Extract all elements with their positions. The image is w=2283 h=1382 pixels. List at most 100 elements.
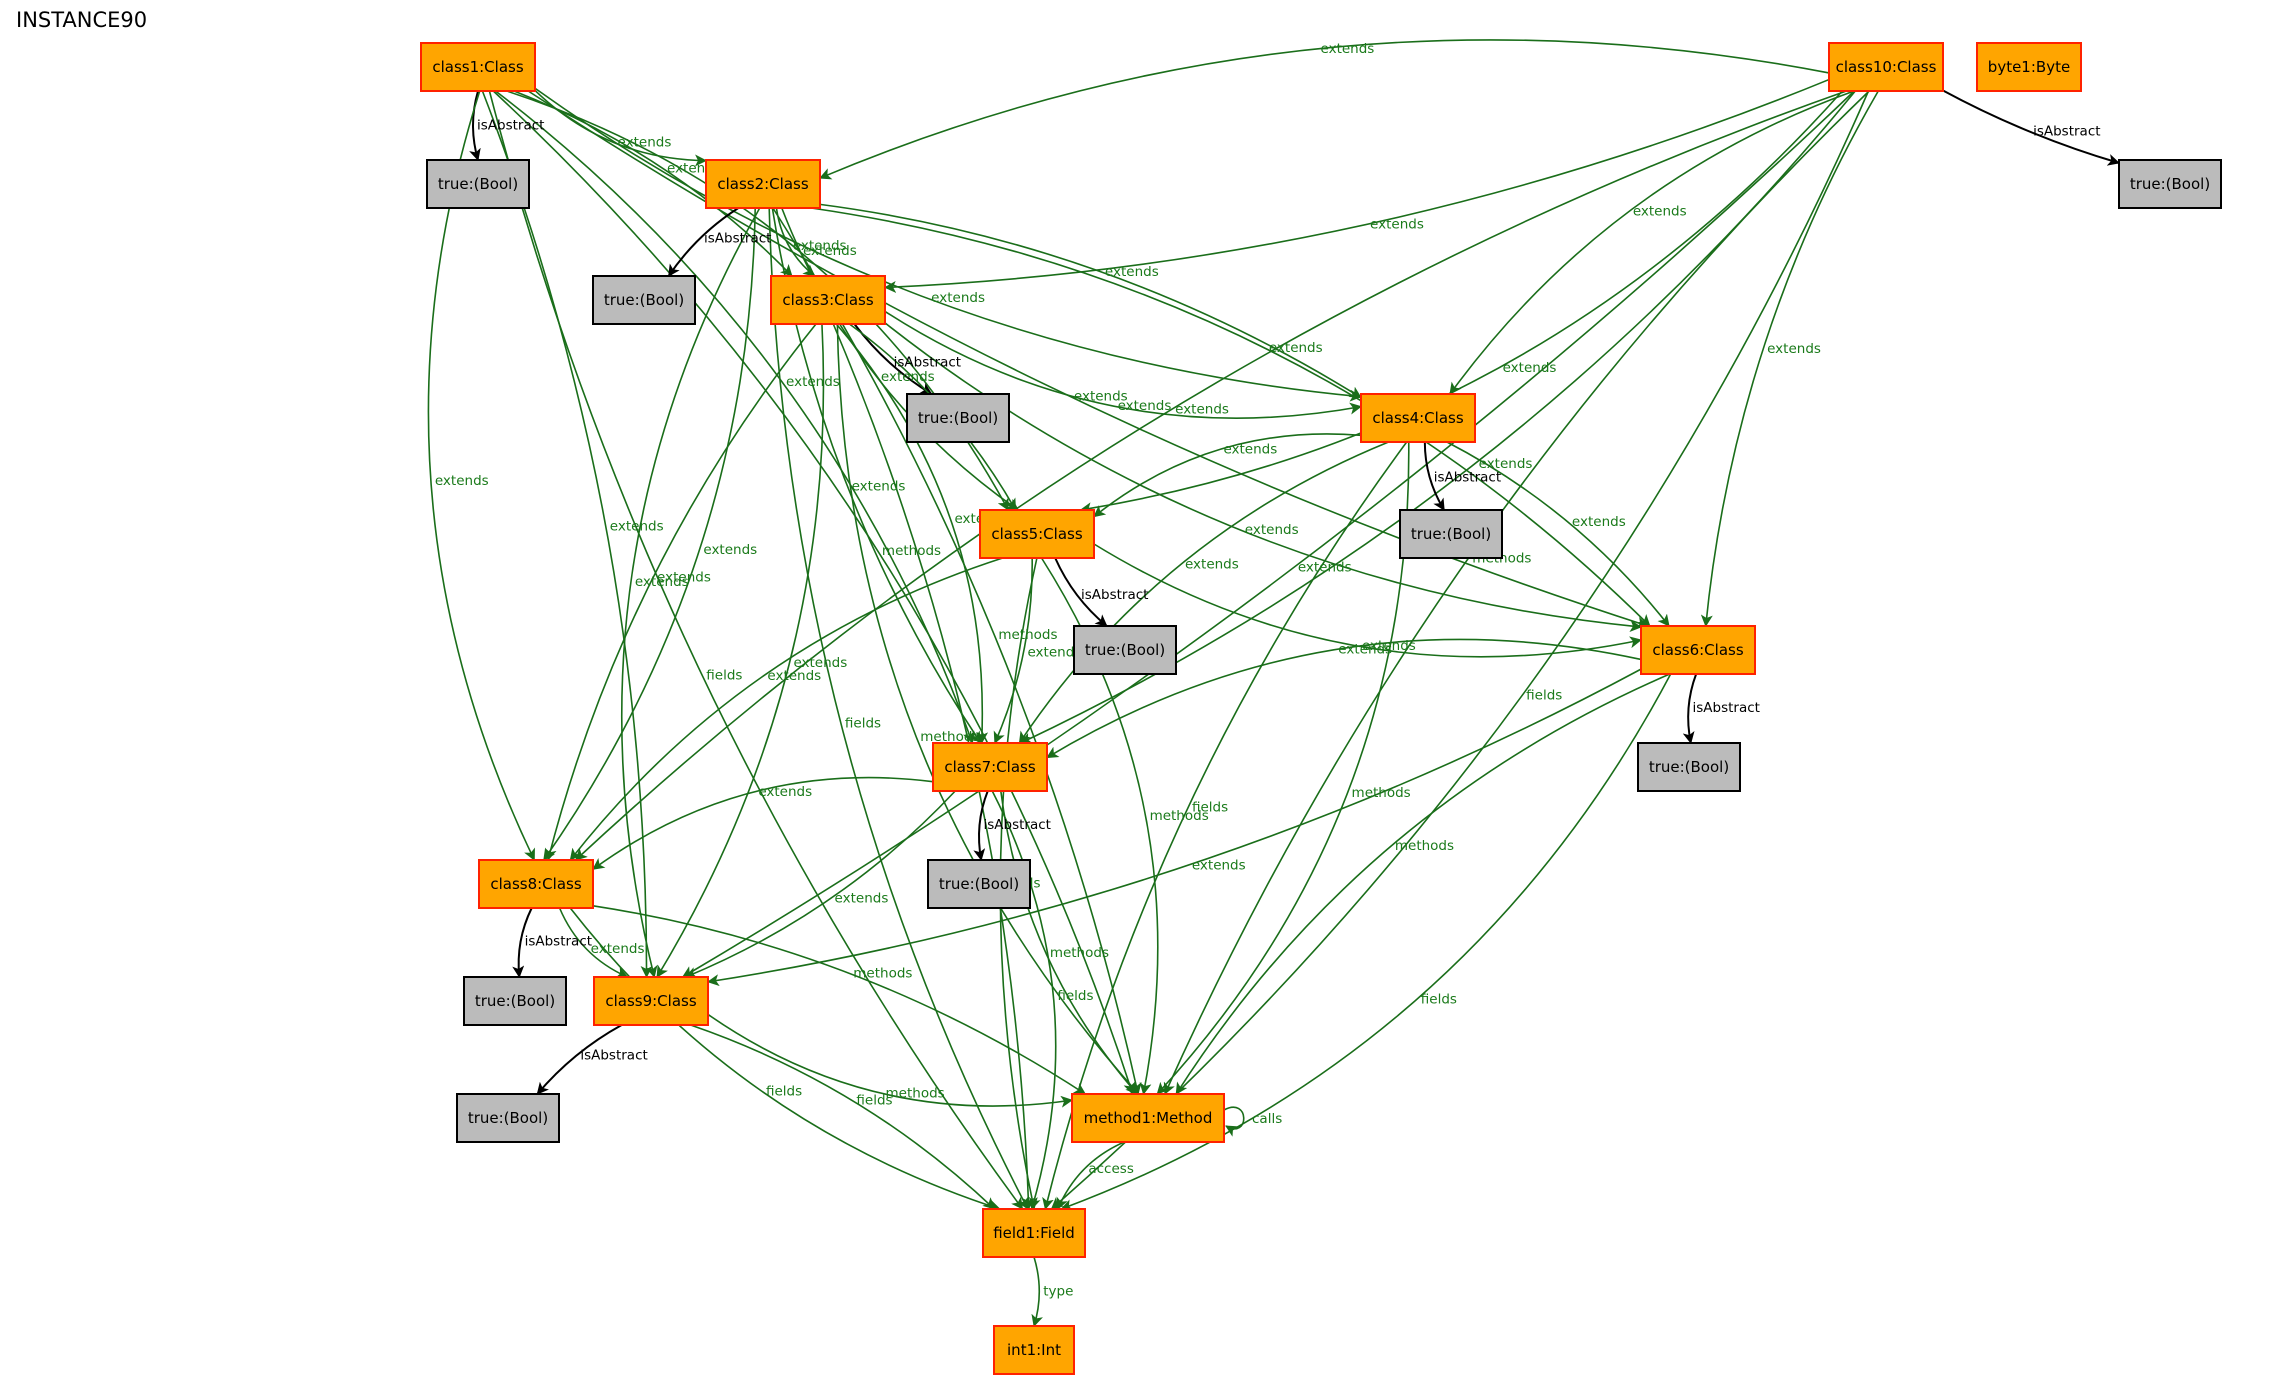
edge-class7-class9-extends	[684, 790, 956, 979]
node-box	[426, 159, 530, 209]
node-box	[1640, 625, 1756, 675]
edge-line	[558, 907, 629, 979]
node-box	[1637, 742, 1741, 792]
node-label: int1:Int	[1007, 1341, 1061, 1359]
edge-method1-method1-calls	[1223, 1106, 1245, 1137]
edge-class3-class8-extends	[544, 323, 817, 861]
edge-line	[1031, 1256, 1043, 1327]
node-box	[1071, 1093, 1225, 1143]
node-method1[interactable]: method1:Method	[1071, 1093, 1225, 1143]
edge-class1-field1-fields	[488, 90, 1024, 1210]
node-class5[interactable]: class5:Class	[979, 509, 1095, 559]
node-b2[interactable]: true:(Bool)	[592, 275, 696, 325]
edge-class1-class2-extends	[534, 89, 707, 167]
node-label: true:(Bool)	[1649, 758, 1729, 776]
edge-line	[592, 905, 1087, 1095]
node-class1[interactable]: class1:Class	[420, 42, 536, 92]
node-box	[982, 1208, 1086, 1258]
node-box	[993, 1325, 1075, 1375]
node-b7[interactable]: true:(Bool)	[927, 859, 1031, 909]
node-box	[592, 275, 696, 325]
edge-class10-method1-methods	[1163, 90, 1870, 1095]
edge-line	[884, 310, 1362, 419]
node-box	[420, 42, 536, 92]
node-class6[interactable]: class6:Class	[1640, 625, 1756, 675]
edge-line	[488, 90, 1024, 1210]
node-b3[interactable]: true:(Bool)	[906, 393, 1010, 443]
edge-line	[492, 90, 1136, 1095]
edge-line	[1050, 90, 1870, 1210]
node-box	[463, 976, 567, 1026]
edge-class8-b8-isAbstract	[512, 907, 533, 978]
edge-class10-class3-extends	[884, 78, 1830, 293]
edge-class7-b7-isAbstract	[973, 790, 989, 861]
node-b10[interactable]: true:(Bool)	[2118, 159, 2222, 209]
node-box	[1360, 393, 1476, 443]
node-b5[interactable]: true:(Bool)	[1073, 625, 1177, 675]
node-class9[interactable]: class9:Class	[593, 976, 709, 1026]
node-label: class8:Class	[490, 875, 581, 893]
edge-class2-class6-extends	[811, 207, 1651, 627]
node-class4[interactable]: class4:Class	[1360, 393, 1476, 443]
edge-label-extends: extends	[786, 374, 840, 390]
edge-label-methods: methods	[1150, 808, 1209, 824]
node-class3[interactable]: class3:Class	[770, 275, 886, 325]
node-class10[interactable]: class10:Class	[1828, 42, 1944, 92]
edge-class4-class5-extends	[1093, 433, 1362, 518]
edge-class10-class9-extends	[681, 90, 1855, 978]
node-int1[interactable]: int1:Int	[993, 1325, 1075, 1375]
node-label: class6:Class	[1652, 641, 1743, 659]
edge-line	[684, 790, 956, 979]
edge-line	[621, 207, 761, 978]
edge-layer	[427, 39, 2120, 1327]
node-byte1[interactable]: byte1:Byte	[1976, 42, 2082, 92]
edge-label-access: access	[1088, 1161, 1134, 1177]
node-class2[interactable]: class2:Class	[705, 159, 821, 209]
edge-class2-class9-extends	[621, 207, 761, 978]
edge-label-type: type	[1043, 1284, 1073, 1300]
edge-class8-field1-fields	[569, 907, 1001, 1212]
node-box	[456, 1093, 560, 1143]
edge-label-fields: fields	[1421, 991, 1457, 1007]
edge-line	[536, 1024, 623, 1095]
edge-label-extends: extends	[1503, 360, 1557, 376]
node-field1[interactable]: field1:Field	[982, 1208, 1086, 1258]
edge-label-extends: extends	[931, 290, 985, 306]
node-label: true:(Bool)	[1085, 641, 1165, 659]
edge-line	[574, 90, 1847, 861]
node-box	[1073, 625, 1177, 675]
edge-label-methods: methods	[1050, 945, 1109, 961]
edge-class6-class7-extends	[1046, 638, 1642, 759]
edge-label-fields: fields	[706, 668, 742, 684]
node-b9[interactable]: true:(Bool)	[456, 1093, 560, 1143]
edge-label-extends: extends	[1223, 442, 1277, 458]
node-b8[interactable]: true:(Bool)	[463, 976, 567, 1026]
node-label: class10:Class	[1836, 58, 1937, 76]
node-class7[interactable]: class7:Class	[932, 742, 1048, 792]
edge-line	[1223, 1106, 1245, 1137]
edge-class2-class4-extends	[819, 203, 1362, 399]
edge-class10-class5-extends	[1079, 90, 1843, 515]
edge-line	[707, 668, 1642, 987]
edge-line	[884, 78, 1830, 293]
edge-class4-b4-isAbstract	[1423, 441, 1446, 511]
edge-class5-class8-extends	[569, 557, 1003, 861]
edge-class10-b10-isAbstract	[1942, 89, 2120, 166]
edge-line	[469, 90, 481, 161]
edge-label-isAbstract: isAbstract	[894, 355, 961, 371]
node-class8[interactable]: class8:Class	[478, 859, 594, 909]
edge-line	[973, 790, 989, 861]
node-label: true:(Bool)	[468, 1109, 548, 1127]
node-box	[979, 509, 1095, 559]
edge-label-methods: methods	[1395, 838, 1454, 854]
edge-label-isAbstract: isAbstract	[477, 118, 544, 134]
edge-class5-b5-isAbstract	[1054, 557, 1108, 627]
edge-label-extends: extends	[1269, 340, 1323, 356]
node-label: true:(Bool)	[604, 291, 684, 309]
node-b1[interactable]: true:(Bool)	[426, 159, 530, 209]
edge-label-fields: fields	[845, 715, 881, 731]
node-b6[interactable]: true:(Bool)	[1637, 742, 1741, 792]
node-b4[interactable]: true:(Bool)	[1399, 509, 1503, 559]
edge-line	[512, 907, 533, 978]
edge-line	[1163, 90, 1870, 1095]
